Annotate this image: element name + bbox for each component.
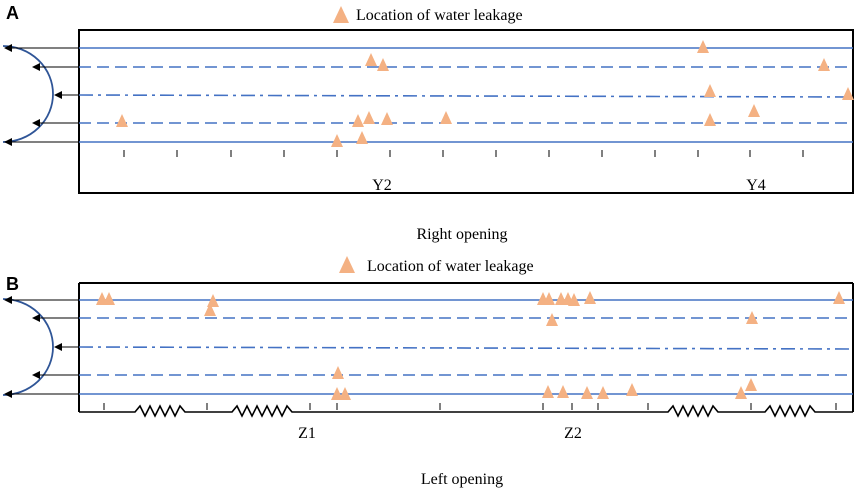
leakage-marker-icon — [842, 87, 854, 100]
leakage-marker-icon — [735, 386, 747, 399]
legend-triangle-icon — [333, 6, 349, 23]
panel-b-line-center — [78, 346, 854, 350]
panel-a-tunnel-section-arc — [2, 45, 54, 143]
panel-b-tunnel-section-arc — [2, 298, 54, 396]
leakage-marker-icon — [542, 385, 554, 398]
leakage-marker-icon — [597, 386, 609, 399]
leakage-marker-icon — [339, 387, 351, 400]
leakage-marker-icon — [818, 58, 830, 71]
panel-a-frame — [78, 29, 854, 194]
leakage-marker-icon — [833, 291, 845, 304]
leakage-marker-icon — [626, 383, 638, 396]
leakage-marker-icon — [352, 114, 364, 127]
panel-a: A Location of water leakage — [2, 3, 854, 243]
leakage-marker-icon — [697, 40, 709, 53]
leakage-marker-icon — [557, 385, 569, 398]
leakage-marker-icon — [581, 386, 593, 399]
leakage-marker-icon — [440, 111, 452, 124]
panel-b-label: B — [6, 274, 19, 294]
panel-a-arrows — [4, 44, 79, 146]
leakage-marker-icon — [546, 313, 558, 326]
panel-a-legend: Location of water leakage — [333, 6, 523, 24]
panel-a-ticks — [123, 150, 804, 157]
panel-b-legend-label: Location of water leakage — [367, 258, 534, 275]
panel-b-survey-lines — [78, 299, 854, 395]
panel-a-zone-label: Y2 — [372, 177, 392, 194]
leakage-marker-icon — [745, 378, 757, 391]
panel-a-label: A — [6, 3, 19, 23]
legend-triangle-icon — [339, 256, 355, 273]
leakage-marker-icon — [116, 114, 128, 127]
leakage-marker-icon — [331, 387, 343, 400]
panel-b-zone-label: Z1 — [298, 425, 316, 442]
panel-b-ticks — [103, 403, 837, 410]
leakage-marker-icon — [704, 113, 716, 126]
leakage-marker-icon — [204, 303, 216, 316]
panel-b-caption: Left opening — [421, 471, 503, 488]
panel-b-markers — [96, 291, 845, 400]
leakage-marker-icon — [331, 134, 343, 147]
panel-a-line-center — [78, 94, 854, 98]
leakage-marker-icon — [543, 292, 555, 305]
panel-b: B Location of water leakage — [2, 256, 854, 488]
panel-a-caption: Right opening — [416, 226, 507, 243]
leakage-marker-icon — [363, 111, 375, 124]
leakage-marker-icon — [746, 311, 758, 324]
leakage-marker-icon — [356, 131, 368, 144]
leakage-marker-icon — [381, 112, 393, 125]
panel-b-arrows — [4, 296, 79, 398]
leakage-marker-icon — [377, 58, 389, 71]
leakage-marker-icon — [568, 293, 580, 306]
panel-a-survey-lines — [78, 47, 854, 143]
leakage-marker-icon — [704, 84, 716, 97]
panel-a-legend-label: Location of water leakage — [356, 7, 523, 24]
leakage-marker-icon — [748, 104, 760, 117]
panel-a-zone-label: Y4 — [746, 177, 766, 194]
panel-b-zone-label: Z2 — [564, 425, 582, 442]
panel-a-markers — [116, 40, 854, 147]
leakage-marker-icon — [365, 53, 377, 66]
leakage-marker-icon — [584, 291, 596, 304]
panel-b-legend: Location of water leakage — [339, 256, 534, 275]
leakage-marker-icon — [103, 292, 115, 305]
leakage-marker-icon — [332, 366, 344, 379]
